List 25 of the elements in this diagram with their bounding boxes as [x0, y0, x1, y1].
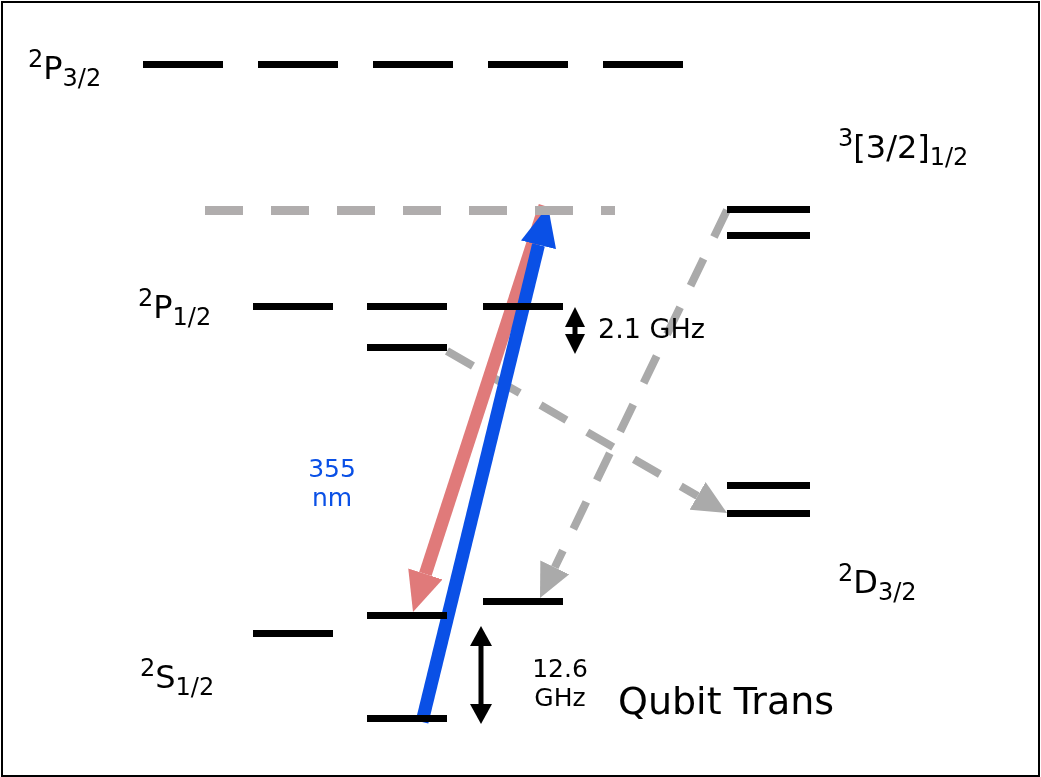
- level-label: $^{2}$P$_{3/2}$: [28, 46, 102, 93]
- frequency-label: 2.1 GHz: [598, 313, 705, 345]
- transition-arrow: [445, 347, 727, 513]
- dashed-energy-level: [143, 61, 683, 68]
- energy-level: [253, 303, 333, 310]
- transition-label: Qubit Trans: [618, 680, 835, 724]
- energy-level: [367, 612, 447, 619]
- virtual-level: [205, 206, 615, 215]
- energy-level: [367, 344, 447, 351]
- energy-level: [483, 598, 563, 605]
- level-label: $^{2}$S$_{1/2}$: [140, 655, 215, 702]
- energy-level: [727, 510, 810, 517]
- energy-level: [727, 482, 810, 489]
- level-label: $^{2}$P$_{1/2}$: [138, 285, 212, 332]
- level-label: $^{3}$[3/2]$_{1/2}$: [838, 125, 969, 172]
- energy-level: [367, 715, 447, 722]
- energy-level: [367, 303, 447, 310]
- level-label: $^{2}$D$_{3/2}$: [838, 560, 917, 607]
- energy-level: [727, 206, 810, 213]
- frequency-label: 12.6 GHz: [531, 655, 589, 713]
- energy-level: [483, 303, 563, 310]
- wavelength-label: 355 nm: [307, 455, 357, 513]
- energy-level: [253, 630, 333, 637]
- energy-level: [727, 232, 810, 239]
- transition-arrow: [540, 208, 731, 598]
